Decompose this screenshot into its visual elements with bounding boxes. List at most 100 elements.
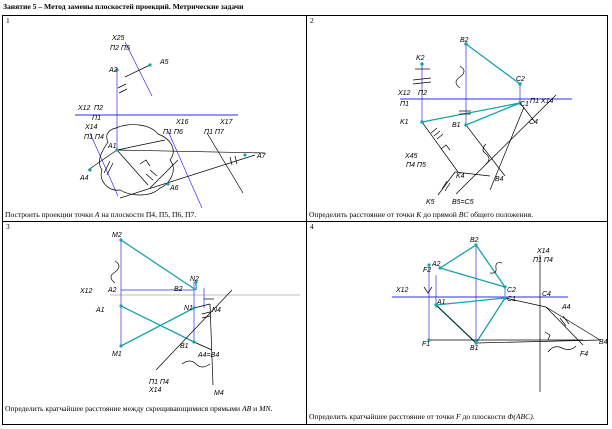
label-p1p4: П1 П4 <box>84 134 104 141</box>
label-m4: M4 <box>214 390 224 397</box>
panel-3-labels: M2 N2 X12 A2 B2 A1 N1 N4 B1 A4=B4 M1 П1 … <box>79 232 224 397</box>
label-a6: A6 <box>169 185 179 192</box>
label-a1: A1 <box>107 143 117 150</box>
panel-1-drawing <box>75 41 266 209</box>
label-p2: П2 <box>418 90 427 97</box>
label-a2: A2 <box>431 261 441 268</box>
panel-1-caption: Построить проекции точки A на плоскости … <box>5 210 197 220</box>
panel-3-number: 3 <box>6 222 10 231</box>
caption-text: . <box>194 210 197 219</box>
label-x25: X25 <box>111 35 125 42</box>
panel-1-number: 1 <box>6 16 10 25</box>
label-f4: F4 <box>580 351 588 358</box>
page-title: Занятие 5 – Метод замены плоскостей прое… <box>3 2 244 11</box>
caption-italic: Ф(ABC) <box>507 412 533 421</box>
panel-2-drawing <box>400 43 572 196</box>
label-p4p5: П4 П5 <box>406 162 426 169</box>
point-a5 <box>148 63 152 67</box>
point-a4 <box>88 168 92 172</box>
caption-italic: A <box>94 210 100 219</box>
point-m2 <box>119 238 123 242</box>
label-k4: K4 <box>456 173 465 180</box>
point-m1 <box>119 344 123 348</box>
caption-text: до плоскости <box>460 412 508 421</box>
label-a1: A1 <box>95 307 105 314</box>
caption-text: и <box>251 404 260 413</box>
label-p1p4: П1 П4 <box>149 379 169 386</box>
panel-3-caption: Определить кратчайшее расстояние между с… <box>5 404 303 414</box>
point-k2 <box>420 62 424 66</box>
label-b4: B4 <box>495 176 504 183</box>
caption-italic: BC <box>458 210 469 219</box>
caption-italic: AB <box>242 404 252 413</box>
label-p1p4: П1 П4 <box>533 257 553 264</box>
label-b4: B4 <box>599 339 608 346</box>
label-x16: X16 <box>175 119 189 126</box>
panel-4-caption: Определить кратчайшее расстояние от точк… <box>309 412 535 422</box>
label-n2: N2 <box>190 276 199 283</box>
panel-2-number: 2 <box>310 16 314 25</box>
panel-4-labels: B2 A2 F2 X12 A1 C2 C1 X14 П1 П4 C4 A4 F1… <box>395 237 608 358</box>
caption-text: . <box>270 404 273 413</box>
label-a5: A5 <box>159 59 169 66</box>
label-x12: X12 <box>397 90 411 97</box>
caption-text: Определить кратчайшее расстояние от точк… <box>309 412 456 421</box>
label-p1x14: П1 X14 <box>530 98 553 105</box>
caption-text: Определить расстояние от точки <box>309 210 417 219</box>
label-b2: B2 <box>460 37 469 44</box>
point-n2 <box>194 280 198 284</box>
panel-2-caption: Определить расстояние от точки K до прям… <box>309 210 533 220</box>
panel-1-labels: X25 П2 П5 A5 A2 X12 П2 П1 X14 П1 П4 X16 … <box>77 35 267 192</box>
point-b1-p4 <box>474 341 478 345</box>
point-b2 <box>464 42 468 46</box>
point-c2-p4 <box>503 285 507 289</box>
label-k1: K1 <box>400 119 409 126</box>
point-c2 <box>518 82 522 86</box>
label-c4: C4 <box>529 119 538 126</box>
caption-text: Определить кратчайшее расстояние между с… <box>5 404 242 413</box>
label-x12: X12 <box>77 105 91 112</box>
panel-2-labels: B2 K2 C2 X12 П1 П2 C1 П1 X14 K1 B1 C4 X4… <box>397 37 553 206</box>
label-f2: F2 <box>423 267 431 274</box>
label-x45: X45 <box>404 153 418 160</box>
label-a4: A4 <box>561 304 571 311</box>
label-b2: B2 <box>470 237 479 244</box>
grid-horizontal-divider <box>2 221 608 222</box>
label-p1p6: П1 П6 <box>163 129 183 136</box>
point-k1 <box>420 120 424 124</box>
label-x17: X17 <box>219 119 234 126</box>
caption-italic: F <box>455 412 461 421</box>
label-c1: C1 <box>520 101 529 108</box>
caption-italic: K <box>416 210 422 219</box>
label-a7: A7 <box>256 153 267 160</box>
point-a1-p3 <box>119 304 123 308</box>
caption-text: . <box>532 412 535 421</box>
label-f1: F1 <box>422 341 430 348</box>
label-a1: A1 <box>436 299 446 306</box>
point-n1 <box>192 306 196 310</box>
label-c2: C2 <box>516 76 525 83</box>
task-grid-frame <box>2 15 608 425</box>
label-m2: M2 <box>112 232 122 239</box>
point-c1 <box>518 101 522 105</box>
label-n1: N1 <box>184 305 193 312</box>
point-a1-p4 <box>434 303 438 307</box>
label-k2: K2 <box>416 55 425 62</box>
label-p1: П1 <box>400 101 409 108</box>
panel-4-number: 4 <box>310 222 314 231</box>
label-a4b4: A4=B4 <box>197 352 219 359</box>
point-a2 <box>115 68 119 72</box>
panel-4-drawing <box>392 244 601 392</box>
point-b2-p4 <box>474 243 478 247</box>
caption-text: на плоскости <box>99 210 146 219</box>
grid-vertical-divider <box>306 15 307 425</box>
label-p2p5: П2 П5 <box>110 45 130 52</box>
label-b1: B1 <box>470 345 479 352</box>
panel-3-drawing <box>110 239 300 386</box>
point-c1-p4 <box>503 296 507 300</box>
label-n4: N4 <box>212 307 221 314</box>
point-a1 <box>115 148 119 152</box>
point-b1-p3 <box>192 340 196 344</box>
point-a6 <box>166 182 170 186</box>
